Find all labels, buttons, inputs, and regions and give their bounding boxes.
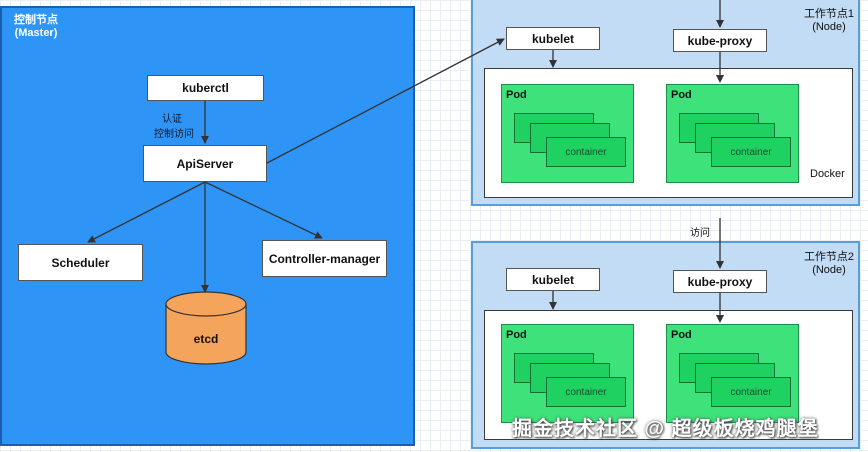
pod-label: Pod	[671, 89, 692, 101]
node1-title-text: 工作节点1	[803, 8, 855, 20]
node1-pod-1: Pod container	[501, 84, 634, 183]
apiserver-to-controller-arrow	[204, 181, 323, 239]
etcd-database-icon	[165, 291, 247, 365]
auth-label-line2: 控制访问	[154, 129, 194, 140]
node1-kube-proxy-box: kube-proxy	[673, 29, 767, 52]
controller-manager-box: Controller-manager	[262, 240, 387, 277]
node2-pod-1: Pod container	[501, 324, 634, 423]
node1-docker-label: Docker	[810, 168, 845, 180]
pod-label: Pod	[506, 329, 527, 341]
container-front: container	[711, 137, 791, 167]
node2-subtitle-text: (Node)	[812, 264, 846, 276]
kuberctl-box: kuberctl	[147, 75, 264, 101]
node1-kubelet-box: kubelet	[506, 27, 600, 50]
master-title-text: 控制节点	[14, 14, 58, 26]
node2-kubelet-box: kubelet	[506, 268, 600, 291]
container-front: container	[711, 377, 791, 407]
master-subtitle-text: (Master)	[14, 27, 58, 39]
node1-subtitle-text: (Node)	[812, 21, 846, 33]
apiserver-box: ApiServer	[143, 145, 267, 182]
node1-title: 工作节点1 (Node)	[800, 8, 858, 34]
watermark: 掘金技术社区 @ 超级板烧鸡腿堡	[512, 418, 819, 440]
auth-label: 认证 控制访问	[154, 110, 194, 140]
etcd-label: etcd	[193, 332, 219, 346]
node2-kube-proxy-box: kube-proxy	[673, 270, 767, 293]
pod-label: Pod	[671, 329, 692, 341]
access-label: 访问	[690, 228, 710, 239]
container-front: container	[546, 137, 626, 167]
apiserver-to-scheduler-arrow	[87, 181, 206, 243]
master-title: 控制节点 (Master)	[6, 14, 66, 40]
node2-title-text: 工作节点2	[803, 251, 855, 263]
container-front: container	[546, 377, 626, 407]
apiserver-to-kubelet-arrow	[266, 38, 505, 164]
node2-title: 工作节点2 (Node)	[800, 251, 858, 277]
auth-label-line1: 认证	[162, 114, 182, 125]
node2-pod-2: Pod container	[666, 324, 799, 423]
scheduler-box: Scheduler	[18, 244, 143, 281]
pod-label: Pod	[506, 89, 527, 101]
node1-pod-2: Pod container	[666, 84, 799, 183]
